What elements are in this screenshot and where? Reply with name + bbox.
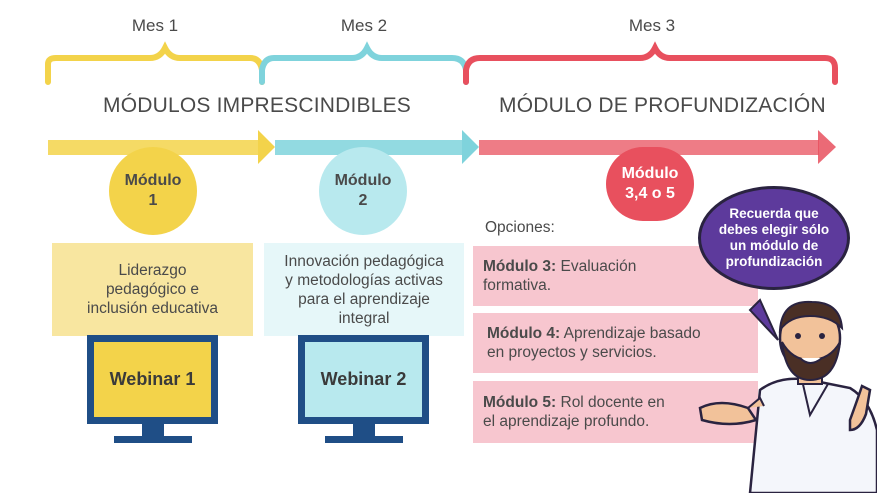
webinar-1-base bbox=[114, 436, 192, 443]
card-1-line2: pedagógico e bbox=[105, 281, 200, 298]
option-4-text2: en proyectos y servicios. bbox=[487, 344, 657, 361]
section-essential-title: MÓDULOS IMPRESCINDIBLES bbox=[103, 94, 411, 117]
reminder-speech-bubble: Recuerda que debes elegir sólo un módulo… bbox=[698, 186, 850, 290]
module-1-circle: Módulo 1 bbox=[109, 147, 197, 235]
module-2-card: Innovación pedagógica y metodologías act… bbox=[264, 243, 464, 336]
option-4-label: Módulo 4: bbox=[487, 325, 561, 342]
module-345-circle: Módulo 3,4 o 5 bbox=[606, 147, 694, 221]
webinar-1-label: Webinar 1 bbox=[109, 369, 196, 389]
option-3-text2: formativa. bbox=[483, 277, 552, 294]
month-1-label: Mes 1 bbox=[131, 16, 179, 35]
option-5-label: Módulo 5: bbox=[483, 394, 557, 411]
arrow-head-yellow bbox=[258, 130, 275, 164]
option-4-text1: Aprendizaje basado bbox=[560, 325, 701, 342]
option-module-4: Módulo 4: Aprendizaje basado en proyecto… bbox=[473, 313, 758, 373]
card-2-line4: integral bbox=[338, 309, 390, 327]
module-1-line2: 1 bbox=[148, 192, 158, 209]
module-1-card: Liderazgo pedagógico e inclusión educati… bbox=[52, 243, 253, 336]
card-1-line3: inclusión educativa bbox=[87, 300, 218, 317]
webinar-2-base bbox=[325, 436, 403, 443]
card-2-line2: y metodologías activas bbox=[285, 271, 443, 289]
module-1-line1: Módulo bbox=[124, 172, 182, 189]
arrow-head-red bbox=[818, 130, 836, 164]
option-3-label: Módulo 3: bbox=[483, 258, 557, 275]
option-5-text2: el aprendizaje profundo. bbox=[483, 413, 650, 430]
option-3-text1: Evaluación bbox=[556, 258, 637, 275]
webinar-2-screen: Webinar 2 bbox=[305, 342, 422, 417]
option-5-text1: Rol docente en bbox=[556, 394, 665, 411]
module-345-line2: 3,4 o 5 bbox=[625, 185, 675, 202]
webinar-1-screen: Webinar 1 bbox=[94, 342, 211, 417]
webinar-1-monitor: Webinar 1 bbox=[87, 335, 218, 424]
module-345-line1: Módulo bbox=[621, 165, 679, 182]
options-title: Opciones: bbox=[485, 219, 555, 236]
bracket-month-1 bbox=[45, 41, 265, 85]
bubble-line4: profundización bbox=[725, 254, 823, 269]
module-2-circle: Módulo 2 bbox=[319, 147, 407, 235]
webinar-2-stand bbox=[353, 424, 375, 438]
teacher-character-illustration bbox=[698, 298, 877, 493]
module-2-line1: Módulo bbox=[334, 172, 392, 189]
bubble-line2: debes elegir sólo bbox=[718, 222, 830, 237]
module-2-line2: 2 bbox=[358, 192, 368, 209]
bubble-line1: Recuerda que bbox=[729, 206, 819, 221]
section-deepening-title: MÓDULO DE PROFUNDIZACIÓN bbox=[499, 94, 826, 117]
arrow-head-cyan bbox=[462, 130, 479, 164]
card-2-line1: Innovación pedagógica bbox=[284, 252, 444, 270]
webinar-2-label: Webinar 2 bbox=[320, 369, 407, 389]
bubble-line3: un módulo de bbox=[729, 238, 819, 253]
webinar-1-stand bbox=[142, 424, 164, 438]
bracket-month-2 bbox=[259, 41, 469, 85]
webinar-2-monitor: Webinar 2 bbox=[298, 335, 429, 424]
card-2-line3: para el aprendizaje bbox=[298, 290, 430, 308]
month-2-label: Mes 2 bbox=[340, 16, 388, 35]
month-3-label: Mes 3 bbox=[628, 16, 676, 35]
bracket-month-3 bbox=[463, 41, 838, 85]
card-1-line1: Liderazgo bbox=[118, 262, 187, 279]
